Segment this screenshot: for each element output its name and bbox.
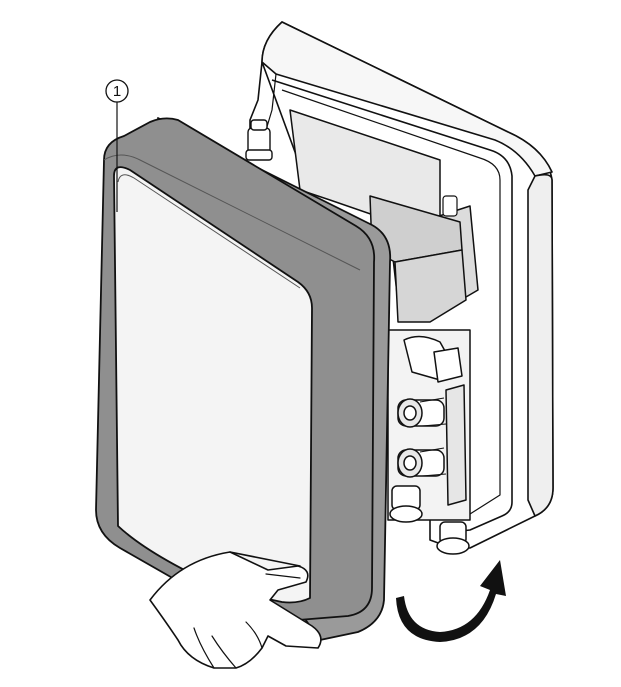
rotation-arrow-icon: [396, 560, 506, 642]
lower-connector: [397, 447, 447, 478]
callout-1-label: 1: [113, 83, 121, 100]
bottom-cable-glands: [389, 485, 470, 555]
front-cover: [95, 117, 392, 641]
callout-1: 1: [105, 79, 129, 212]
electronics-module: [289, 109, 479, 323]
top-screw: [442, 195, 458, 217]
hand-illustration: [149, 551, 322, 669]
top-cable-gland: [245, 119, 273, 161]
hydraulic-fittings: [387, 329, 471, 521]
upper-connector: [397, 397, 447, 428]
